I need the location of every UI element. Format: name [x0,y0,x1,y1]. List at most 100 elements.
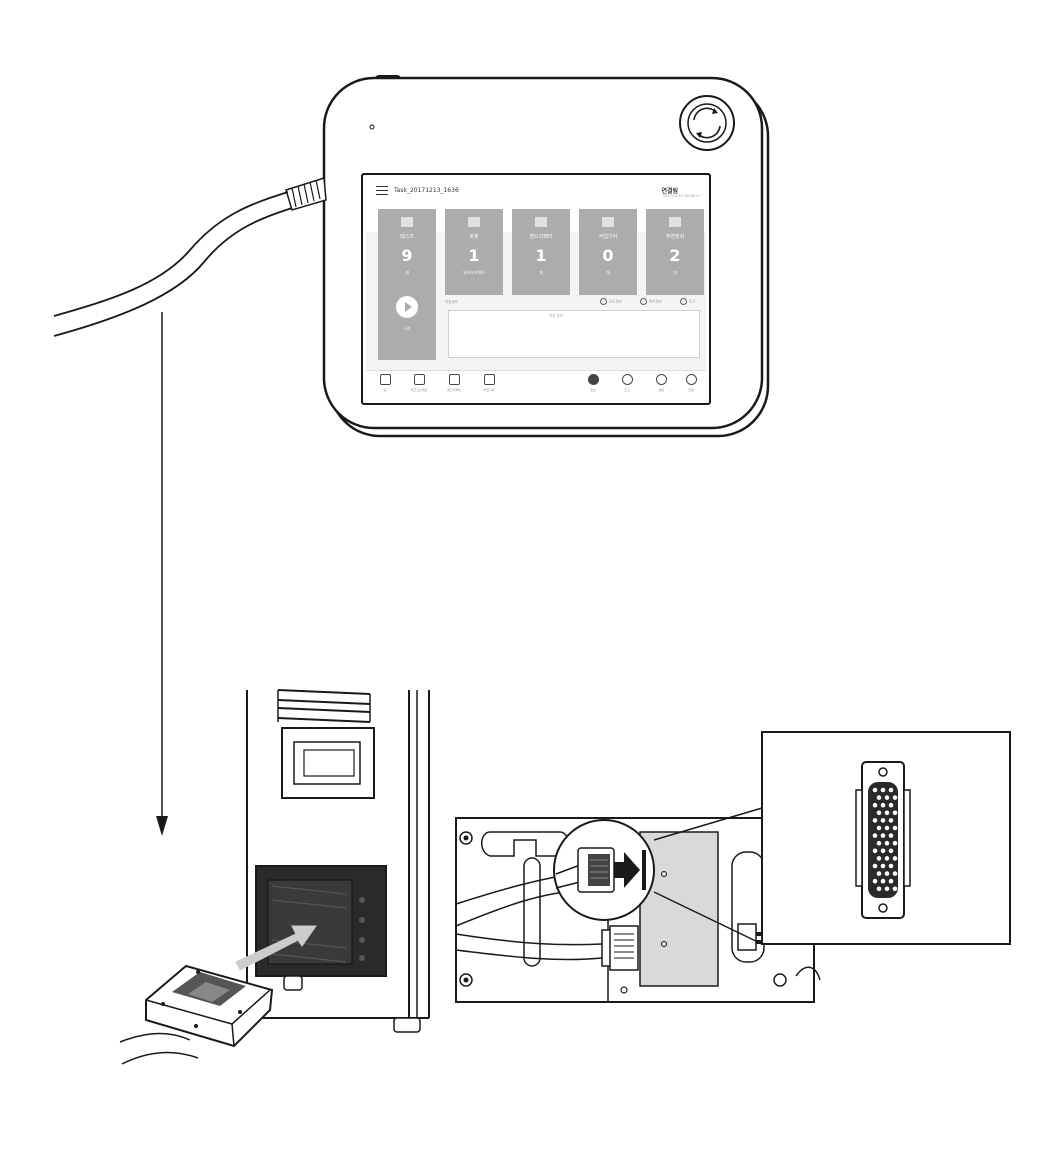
connector-pins [872,787,898,892]
direction-arrow-icon [614,852,640,888]
check-speed[interactable]: 속도정보 [600,298,622,305]
connector-pin [880,802,886,808]
port-zoom-detail [761,731,1011,945]
start-label: 시작 [403,326,411,331]
graph-label: 작업정보 [445,300,458,304]
gripper-icon [535,217,547,227]
tile-value: 0 [602,246,614,265]
connector-pin [888,878,894,884]
connector-pin [892,886,898,892]
task-tile[interactable]: 태스크 9 개 시작 [378,209,436,360]
nav-home[interactable]: 홈 [370,374,400,392]
cabinet-foot [283,975,303,991]
tile-label: 태스크 [400,234,414,240]
connector-pin [872,863,878,869]
play-button[interactable] [396,296,418,318]
emergency-stop-inner [687,103,727,143]
connector-pin [892,856,898,861]
nav-jog[interactable]: 조그 [612,374,642,392]
magnifier-circle [553,819,655,921]
connector-pin [880,787,886,793]
tile-label: 주변장치 [665,234,685,240]
tile-label: 로봇 [469,234,479,240]
robot-tile[interactable]: 로봇 1 워크오브젝트 [445,209,503,295]
connector-pin [892,810,898,816]
connector-pin [876,871,882,876]
connector-pin [892,795,898,800]
connection-arrow [156,312,168,836]
power-icon [685,374,697,385]
pendant-connector [119,964,274,1065]
connector-pin [872,833,878,838]
nav-settings[interactable]: 설정 [646,374,676,392]
tile-unit: 워크오브젝트 [462,270,486,275]
tile-value: 9 [401,246,413,265]
power-led [369,124,375,130]
check-icon [680,298,687,305]
home-icon [379,374,391,385]
play-icon [405,302,412,312]
tile-unit: 개 [539,270,543,275]
gear-icon [602,217,614,227]
jog-icon [621,374,633,385]
tile-value: 1 [468,246,480,265]
task-name: Task_20171213_1636 [394,187,459,194]
connector-pin [876,810,882,816]
workobject-icon [413,374,425,385]
menu-icon[interactable] [376,186,388,198]
robot-icon [468,217,480,227]
connector-pin [876,795,882,800]
connector-pin [872,818,878,823]
connector-pin [880,833,886,838]
work-gear-icon [483,374,495,385]
connector-pin [884,840,890,846]
cabinet-foot [393,1017,421,1033]
connector-pin [892,840,898,846]
connector-pin [892,871,898,876]
connector-pin [880,848,886,854]
tile-unit: 개 [405,270,409,275]
connector-pin [884,795,890,800]
task-icon [401,217,413,227]
connector-pin [880,878,886,884]
connector-pin [884,886,890,892]
end-effector-icon [448,374,460,385]
pendant-cable [53,191,293,337]
nav-end-effector[interactable]: 엔드이펙터 [439,374,469,392]
check-position[interactable]: 위치정보 [640,298,662,305]
connector-pin [872,802,878,808]
connector-pin [876,886,882,892]
status-timestamp: 2017/12/13 16:36:17 [662,194,700,198]
connector-pin [872,848,878,854]
connector-pin [884,810,890,816]
connection-status: 연결됨 [661,188,678,195]
connector-pin [880,818,886,823]
connector-pin [888,833,894,838]
connector-pin [884,871,890,876]
nav-work-gear[interactable]: 작업기어 [474,374,504,392]
pendant-screen: Task_20171213_1636 연결됨 2017/12/13 16:36:… [366,178,706,400]
tile-label: 엔드이펙터 [529,234,553,240]
connector-pin [888,863,894,869]
check-icon [640,298,647,305]
bottom-nav: 홈 워크오브젝트 엔드이펙터 작업기어 정보 조그 설정 전원 [366,370,706,400]
connector-pin [892,825,898,831]
connector-pin [876,825,882,831]
graph-caption: 작업 정보 [549,314,563,318]
settings-icon [655,374,667,385]
peripheral-tile[interactable]: 주변장치 2 개 [646,209,704,295]
device-icon [669,217,681,227]
work-gear-tile[interactable]: 작업기어 0 개 [579,209,637,295]
nav-workobject[interactable]: 워크오브젝트 [404,374,434,392]
check-torque[interactable]: 토크 [680,298,695,305]
connector-pin [872,878,878,884]
tile-unit: 개 [606,270,610,275]
tile-label: 작업기어 [598,234,618,240]
connector-pin [888,787,894,793]
nav-power[interactable]: 전원 [676,374,706,392]
connector-pin [876,856,882,861]
nav-info[interactable]: 정보 [578,374,608,392]
tile-value: 2 [669,246,681,265]
end-effector-tile[interactable]: 엔드이펙터 1 개 [512,209,570,295]
